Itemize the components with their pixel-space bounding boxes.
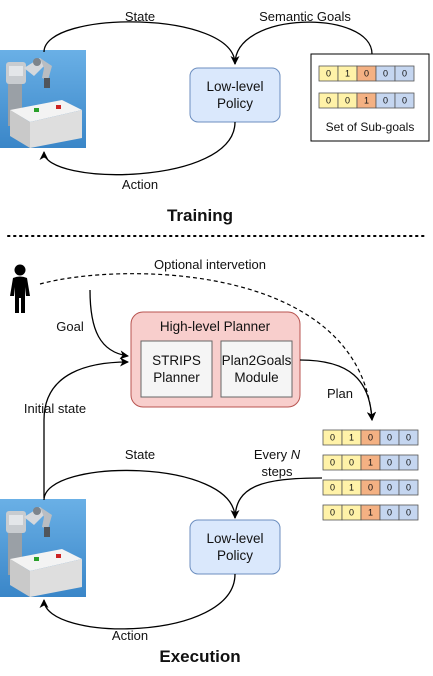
execution-policy-box: Low-level Policy — [189, 519, 281, 575]
goal-cell-value: 0 — [406, 508, 411, 518]
goal-cell-value: 0 — [406, 433, 411, 443]
goal-cell-value: 0 — [406, 483, 411, 493]
execution-action-label: Action — [112, 628, 148, 643]
execution-heading: Execution — [159, 647, 240, 666]
goal-cell — [394, 92, 415, 109]
person-icon — [10, 264, 30, 313]
training-robot-scene — [0, 50, 86, 148]
goal-cell — [394, 65, 415, 82]
goal-cell-value: 0 — [383, 96, 388, 106]
plan-label: Plan — [327, 386, 353, 401]
goal-cell-value: 0 — [349, 458, 354, 468]
plan2goals-line2: Module — [234, 370, 278, 385]
plan-rows: 0 1 0 0 0 0 0 1 0 0 0 1 0 0 0 0 0 1 0 0 — [322, 429, 419, 521]
goal-cell-value: 0 — [326, 69, 331, 79]
goal-cell-value: 0 — [349, 508, 354, 518]
goal-cell-value: 0 — [368, 483, 373, 493]
execution-policy-line1: Low-level — [206, 531, 263, 546]
goal-cell-value: 1 — [345, 69, 350, 79]
goal-cell-value: 1 — [368, 458, 373, 468]
plan-arrow — [299, 359, 377, 421]
training-state-label: State — [125, 9, 155, 24]
every-n-label-line1: Every N — [254, 447, 301, 462]
execution-section: Optional intervetion Goal Initial state … — [0, 257, 419, 666]
goal-cell-value: 0 — [387, 483, 392, 493]
goal-cell — [398, 504, 419, 521]
subgoals-caption: Set of Sub-goals — [326, 120, 415, 134]
goal-cell — [398, 454, 419, 471]
subgoal-set-box: 0 1 0 0 0 0 0 1 0 0 Set of Sub-goals — [310, 53, 430, 142]
initial-state-label: Initial state — [24, 401, 86, 416]
training-state-arrow — [43, 21, 240, 65]
strips-line2: Planner — [153, 370, 200, 385]
goal-arrow — [89, 289, 129, 360]
training-action-arrow — [39, 121, 236, 176]
high-level-planner-box: High-level Planner STRIPS Planner Plan2G… — [130, 311, 301, 408]
goal-cell-value: 0 — [330, 483, 335, 493]
goal-cell-value: 1 — [349, 433, 354, 443]
strips-planner-box: STRIPS Planner — [140, 340, 213, 398]
goal-cell — [398, 429, 419, 446]
goal-cell-value: 0 — [387, 508, 392, 518]
goal-cell-value: 0 — [402, 69, 407, 79]
goal-cell-value: 0 — [387, 433, 392, 443]
goal-cell-value: 0 — [387, 458, 392, 468]
subgoal-rows: 0 1 0 0 0 0 0 1 0 0 — [318, 65, 415, 109]
execution-policy-line2: Policy — [217, 548, 253, 563]
plan2goals-line1: Plan2Goals — [222, 353, 292, 368]
training-section: State Semantic Goals Low-level Policy Ac… — [0, 9, 430, 225]
initial-state-arrow — [43, 357, 129, 498]
goal-cell-value: 0 — [330, 458, 335, 468]
goal-cell-value: 1 — [364, 96, 369, 106]
optional-intervention-label: Optional intervetion — [154, 257, 266, 272]
goal-cell-value: 0 — [383, 69, 388, 79]
high-level-planner-title: High-level Planner — [160, 319, 271, 334]
goal-label: Goal — [56, 319, 84, 334]
training-policy-line2: Policy — [217, 96, 253, 111]
training-semantic-goals-label: Semantic Goals — [259, 9, 351, 24]
goal-cell-value: 1 — [349, 483, 354, 493]
goal-cell-value: 0 — [364, 69, 369, 79]
goal-cell — [398, 479, 419, 496]
every-n-steps-arrow — [234, 477, 323, 519]
execution-state-label: State — [125, 447, 155, 462]
every-n-label-line2: steps — [261, 464, 293, 479]
execution-action-arrow — [39, 573, 236, 630]
execution-robot-scene — [0, 499, 86, 597]
goal-cell-value: 0 — [402, 96, 407, 106]
training-action-label: Action — [122, 177, 158, 192]
plan2goals-module-box: Plan2Goals Module — [220, 340, 293, 398]
optional-intervention-arrow — [39, 273, 376, 421]
strips-line1: STRIPS — [152, 353, 201, 368]
goal-cell-value: 0 — [345, 96, 350, 106]
goal-cell-value: 0 — [326, 96, 331, 106]
goal-cell-value: 0 — [368, 433, 373, 443]
goal-cell-value: 0 — [406, 458, 411, 468]
training-policy-box: Low-level Policy — [189, 67, 281, 123]
training-semantic-goals-arrow — [234, 21, 373, 65]
goal-cell-value: 0 — [330, 508, 335, 518]
execution-state-arrow — [43, 469, 240, 519]
training-heading: Training — [167, 206, 233, 225]
goal-cell-value: 0 — [330, 433, 335, 443]
goal-cell-value: 1 — [368, 508, 373, 518]
training-policy-line1: Low-level — [206, 79, 263, 94]
